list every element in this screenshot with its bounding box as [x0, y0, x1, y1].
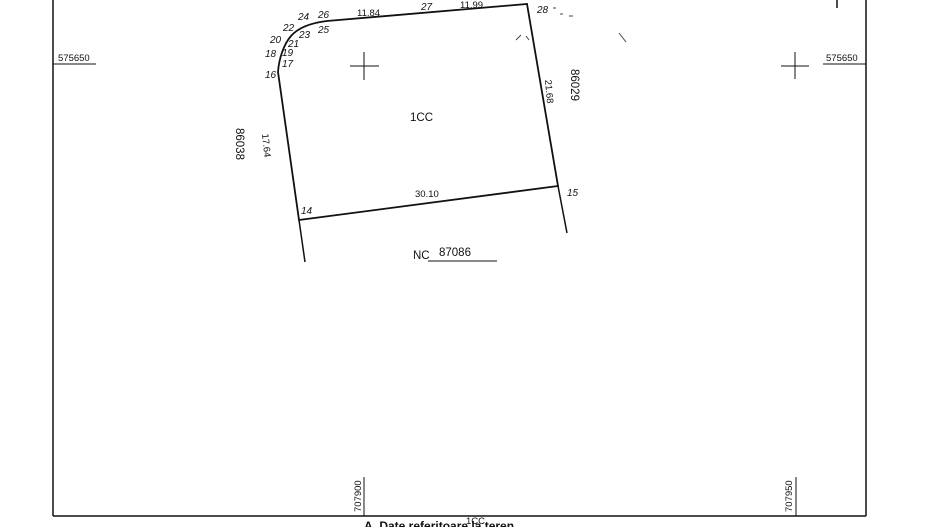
neighbor-boundary-southeast	[557, 185, 568, 234]
dimension-north-right: 11.99	[460, 0, 483, 11]
point-label-16: 16	[265, 70, 277, 81]
grid-label-x-left: 707900	[353, 480, 364, 512]
point-label-24: 24	[297, 12, 310, 23]
dimension-west: 17.64	[259, 133, 272, 158]
point-label-14: 14	[301, 206, 313, 217]
parcel-boundary	[277, 3, 560, 222]
dimension-north-left: 11.84	[357, 8, 380, 19]
point-label-19: 19	[282, 48, 294, 59]
neighbor-number-east: 86029	[568, 69, 580, 101]
grid-cross-right	[781, 52, 809, 79]
grid-label-y-right: 575650	[826, 53, 858, 64]
parcel-label: 1CC	[410, 112, 433, 124]
section-heading-land-data: A. Date referitoare la teren	[364, 519, 514, 527]
point-label-15: 15	[567, 188, 579, 199]
neighbor-number-south: 87086	[439, 247, 471, 259]
point-label-17: 17	[282, 59, 294, 70]
point-number-labels: 14 15 16 17 18 19 20 21 22 23 24 25 26 2…	[265, 2, 579, 217]
point-label-18: 18	[265, 49, 277, 60]
point-label-21: 21	[287, 39, 299, 50]
dimension-east: 21.68	[542, 79, 555, 104]
footer-overlap-label: 1CC	[466, 516, 485, 527]
neighbor-prefix-south: NC	[413, 250, 430, 262]
grid-label-x-right: 707950	[784, 480, 795, 512]
neighbor-number-west: 86038	[233, 128, 245, 160]
point-label-26: 26	[317, 10, 330, 21]
point-label-27: 27	[420, 2, 433, 13]
point-label-28: 28	[536, 5, 549, 16]
neighbor-boundary-southwest	[298, 219, 306, 263]
grid-label-y-left: 575650	[58, 53, 90, 64]
point-label-22: 22	[282, 23, 295, 34]
point-label-25: 25	[317, 25, 330, 36]
scan-marks	[515, 7, 627, 43]
point-label-23: 23	[298, 30, 311, 41]
grid-cross-inner	[350, 52, 379, 80]
dimension-south: 30.10	[415, 189, 439, 200]
point-label-20: 20	[269, 35, 282, 46]
